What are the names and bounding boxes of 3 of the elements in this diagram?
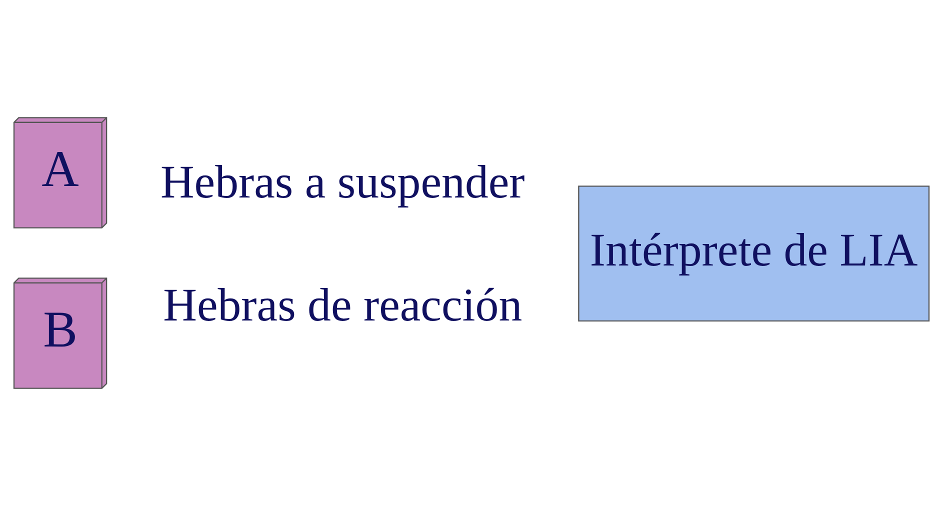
node-label: Hebras de reacción bbox=[162, 279, 522, 332]
node-label: Hebras a suspender bbox=[160, 156, 524, 208]
node-box: Intérprete de LIA bbox=[578, 186, 930, 322]
